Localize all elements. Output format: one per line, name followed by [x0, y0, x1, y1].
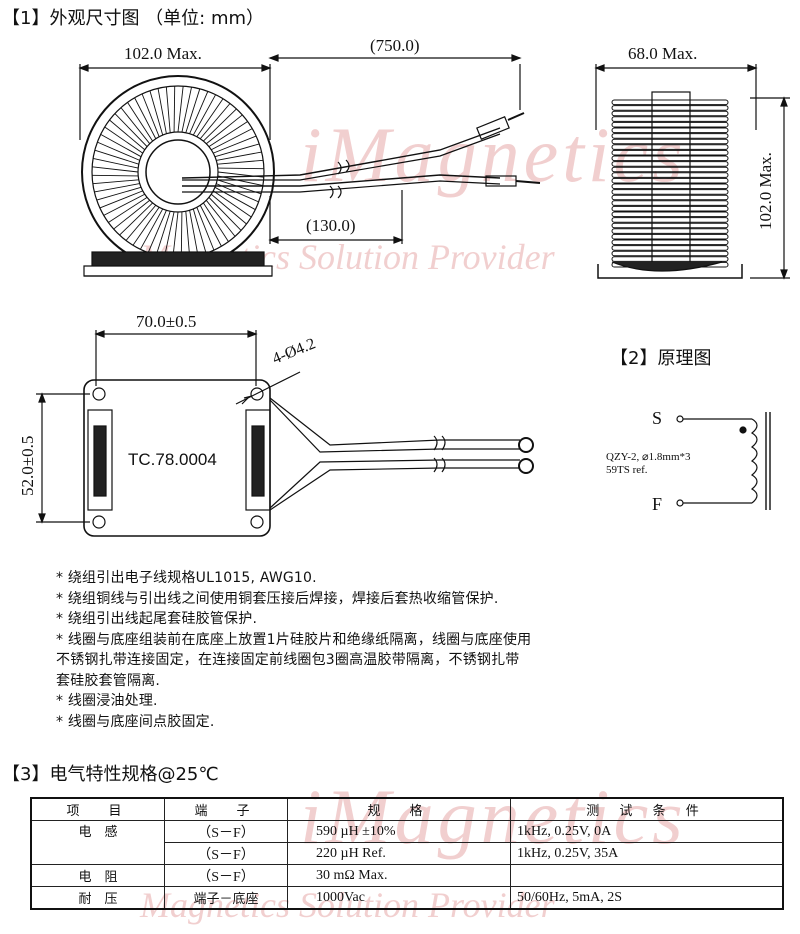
cell-item: 电 阻 — [30, 864, 165, 887]
cell-condition: 1kHz, 0.25V, 0A — [510, 820, 784, 843]
table-row: 电 阻 （S－F） 30 mΩ Max. — [30, 864, 784, 887]
header-item: 项 目 — [30, 797, 165, 821]
cell-spec: 220 µH Ref. — [287, 842, 511, 865]
header-spec: 规 格 — [287, 797, 511, 821]
dimension-drawing — [36, 54, 790, 537]
cell-condition — [510, 864, 784, 887]
table-row: 耐 压 端子－底座 1000Vac 50/60Hz, 5mA, 2S — [30, 886, 784, 910]
cell-spec: 590 µH ±10% — [287, 820, 511, 843]
section-title-electrical: 【3】电气特性规格@25℃ — [2, 764, 219, 785]
table-row: （S－F） 220 µH Ref. 1kHz, 0.25V, 35A — [31, 842, 784, 865]
note-line: 不锈钢扎带连接固定，在连接固定前线圈包3圈高温胶带隔离，不锈钢扎带 — [56, 652, 520, 668]
note-line: * 绕组引出线起尾套硅胶管保护. — [56, 611, 258, 627]
cell-terminal: （S－F） — [164, 864, 288, 887]
section-title-schematic: 【2】原理图 — [610, 348, 712, 369]
dim-mount-spacing-y: 52.0±0.5 — [18, 435, 37, 496]
note-line: 套硅胶套管隔离. — [56, 672, 161, 689]
note-line: * 线圈与底座间点胶固定. — [56, 713, 215, 730]
header-condition: 测 试 条 件 — [510, 797, 784, 821]
wire-spec-label: QZY-2, ⌀1.8mm*3 — [606, 451, 691, 463]
note-line: * 绕组铜线与引出线之间使用铜套压接后焊接，焊接后套热收缩管保护. — [56, 590, 499, 607]
dim-mount-spacing-x: 70.0±0.5 — [136, 312, 197, 331]
turns-label: 59TS ref. — [606, 464, 648, 476]
cell-terminal: （S－F） — [164, 842, 288, 865]
note-line: * 线圈浸油处理. — [56, 693, 158, 709]
note-line: * 线圈与底座组装前在底座上放置1片硅胶片和绝缘纸隔离，线圈与底座使用 — [56, 631, 532, 648]
table-header-row: 项 目 端 子 规 格 测 试 条 件 — [30, 797, 784, 821]
part-number: TC.78.0004 — [128, 450, 217, 469]
section-title-dimensions: 【1】外观尺寸图 （单位: mm） — [2, 8, 265, 29]
cell-terminal: （S－F） — [164, 820, 288, 843]
cell-terminal: 端子－底座 — [164, 886, 288, 910]
cell-item: 电 感 — [30, 820, 165, 865]
note-line: * 绕组引出电子线规格UL1015, AWG10. — [56, 570, 317, 586]
cell-condition: 50/60Hz, 5mA, 2S — [510, 886, 784, 910]
cell-item: 耐 压 — [30, 886, 165, 910]
dim-toroid-width: 102.0 Max. — [124, 44, 202, 63]
pin-f-label: F — [652, 494, 663, 514]
dim-lead-offset: (130.0) — [306, 216, 356, 235]
cell-spec: 30 mΩ Max. — [287, 864, 511, 887]
electrical-spec-table: 项 目 端 子 规 格 测 试 条 件 电 感 （S－F） 590 µH ±10… — [30, 797, 784, 910]
header-terminal: 端 子 — [164, 797, 288, 821]
table-row: 电 感 （S－F） 590 µH ±10% 1kHz, 0.25V, 0A — [30, 820, 784, 865]
cell-spec: 1000Vac — [287, 886, 511, 910]
cell-condition: 1kHz, 0.25V, 35A — [510, 842, 784, 865]
dim-lead-length: (750.0) — [370, 36, 420, 55]
pin-s-label: S — [652, 408, 663, 428]
dim-side-height: 102.0 Max. — [756, 152, 775, 230]
dim-side-width: 68.0 Max. — [628, 44, 698, 63]
